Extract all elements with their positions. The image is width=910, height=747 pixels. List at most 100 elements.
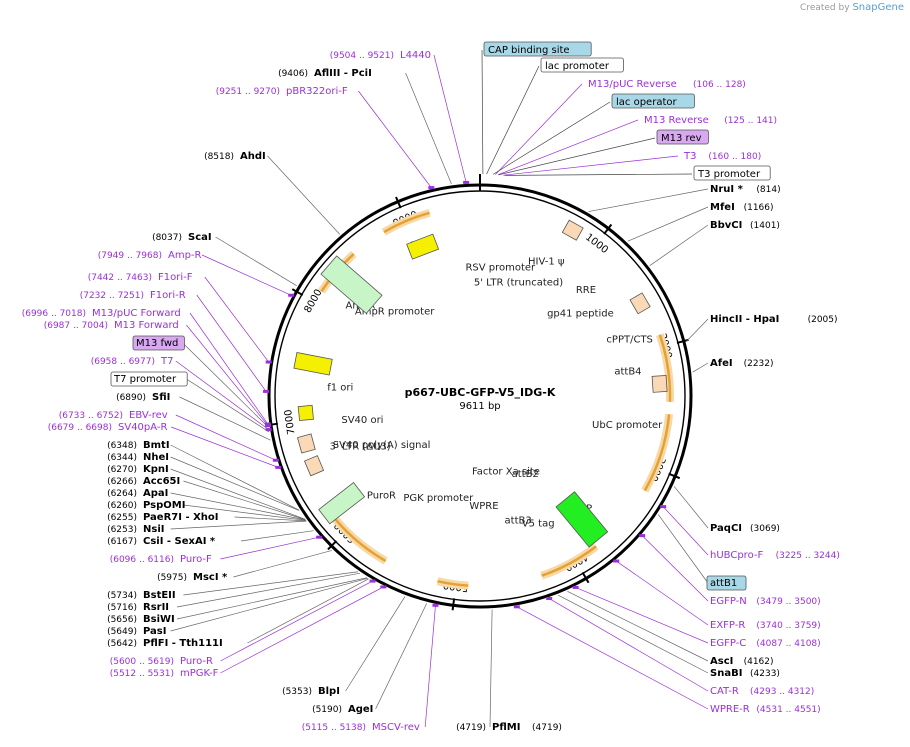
- leader-line: [692, 362, 709, 373]
- leader-line: [175, 414, 277, 461]
- feature-label-3-ltr-u3: 3' LTR (ΔU3): [330, 441, 391, 452]
- site-position: (5656): [107, 615, 137, 625]
- egfp-block: [555, 491, 609, 548]
- leader-line: [220, 586, 384, 674]
- leader-line: [548, 598, 709, 692]
- enzyme-nrui: NruI *: [710, 184, 744, 195]
- tick-label: 8000: [303, 287, 325, 315]
- leader-line: [424, 605, 436, 728]
- feature-t7: T7: [160, 356, 173, 367]
- feature-block: [651, 375, 668, 393]
- leader-line: [673, 486, 709, 529]
- enzyme-asci: AscI: [710, 656, 733, 667]
- leader-line: [657, 514, 709, 584]
- leader-line: [503, 155, 679, 176]
- primer-range: (7232 .. 7251): [80, 291, 144, 301]
- site-position: (6270): [107, 465, 137, 475]
- ampr-block: [320, 255, 383, 314]
- primer-site-mark: [264, 422, 271, 426]
- leader-line: [183, 504, 306, 521]
- leader-line: [201, 254, 292, 296]
- site-position: (1401): [750, 221, 780, 231]
- primer-range: (6996 .. 7018): [22, 309, 86, 319]
- leader-line: [627, 206, 709, 242]
- leader-line: [179, 396, 271, 441]
- primer-range: (5512 .. 5531): [110, 669, 174, 679]
- top-feature-range: (160 .. 180): [708, 152, 761, 162]
- feature-ebv-rev: EBV-rev: [129, 410, 168, 421]
- feature-label-5-ltr-truncated: 5' LTR (truncated): [474, 277, 563, 288]
- feature-pbr322ori-f: pBR322ori-F: [286, 86, 348, 97]
- site-position: (6260): [107, 501, 137, 511]
- leader-line: [662, 506, 709, 556]
- enzyme-acc65i: Acc65I: [143, 476, 180, 487]
- leader-line: [182, 342, 269, 428]
- primer-site-mark: [572, 585, 579, 589]
- primer-site-mark: [265, 428, 272, 432]
- site-position: (6253): [107, 525, 137, 535]
- enzyme-apai: ApaI: [143, 488, 168, 499]
- top-feature-cap-binding-site: CAP binding site: [488, 45, 570, 56]
- tick-mark: [603, 223, 613, 235]
- top-feature-range: (106 .. 128): [693, 80, 746, 90]
- top-feature-lac-promoter: lac promoter: [545, 61, 610, 72]
- leader-line: [189, 312, 269, 425]
- primer-site-mark: [265, 424, 272, 428]
- ori-block: [406, 233, 440, 260]
- feature-label-attb2: attB2: [512, 469, 539, 480]
- site-position: (5716): [107, 603, 137, 613]
- feature-cat-r: CAT-R: [710, 686, 739, 697]
- tick-mark: [451, 598, 456, 611]
- site-position: (5734): [107, 591, 137, 601]
- feature-m13-puc-forward: M13/pUC Forward: [92, 308, 181, 319]
- feature-label-pgk-promoter: PGK promoter: [403, 493, 474, 504]
- feature-label-sv40-poly-a-signal: SV40 poly(A) signal: [333, 440, 431, 451]
- primer-range: (6987 .. 7004): [44, 321, 108, 331]
- site-position: (2005): [808, 315, 838, 325]
- feature-l4440: L4440: [400, 50, 431, 61]
- leader-line: [481, 49, 484, 175]
- leader-line: [405, 72, 452, 185]
- leader-line: [433, 54, 467, 183]
- leader-line: [489, 609, 493, 728]
- primer-site-mark: [265, 360, 272, 364]
- sv40-ori-block: [297, 404, 314, 422]
- primer-range: (7949 .. 7968): [98, 251, 162, 261]
- primer-range: (6096 .. 6116): [110, 555, 174, 565]
- site-position: (4719): [532, 723, 562, 733]
- tick-mark: [291, 288, 304, 296]
- feature-block: [629, 292, 651, 315]
- primer-site-mark: [432, 603, 439, 607]
- leader-line: [170, 456, 300, 511]
- primer-range: (4293 .. 4312): [750, 687, 814, 697]
- leader-line: [196, 294, 267, 392]
- tick-mark: [395, 196, 402, 209]
- primer-site-mark: [380, 585, 387, 589]
- site-position: (5649): [107, 627, 137, 637]
- feature-f1ori-r: F1ori-R: [150, 290, 186, 301]
- primer-range: (4531 .. 4551): [756, 705, 820, 715]
- site-position: (6348): [107, 441, 137, 451]
- top-feature-range: (125 .. 141): [724, 116, 777, 126]
- site-position: (6344): [107, 453, 137, 463]
- enzyme-afliii-pcii: AflIII - PciI: [314, 68, 372, 79]
- tick-mark: [327, 540, 338, 551]
- primer-site-mark: [613, 559, 620, 563]
- leader-line: [186, 324, 269, 426]
- feature-f1ori-f: F1ori-F: [158, 272, 193, 283]
- leader-line: [497, 119, 639, 176]
- plasmid-length: 9611 bp: [459, 401, 500, 412]
- puror-block: [318, 482, 366, 525]
- primer-range: (3740 .. 3759): [756, 621, 820, 631]
- feature-box-t3-promoter: [693, 165, 771, 181]
- enzyme-bsiwi: BsiWI: [143, 614, 175, 625]
- site-position: (1166): [744, 203, 774, 213]
- leader-line: [170, 444, 300, 511]
- leader-line: [345, 596, 406, 692]
- feature-box-m13-fwd: [132, 335, 185, 351]
- leader-line: [516, 606, 709, 710]
- enzyme-paqci: PaqCI: [710, 523, 742, 534]
- feature-hubcpro-f: hUBCpro-F: [710, 550, 763, 561]
- site-position: (5190): [312, 705, 342, 715]
